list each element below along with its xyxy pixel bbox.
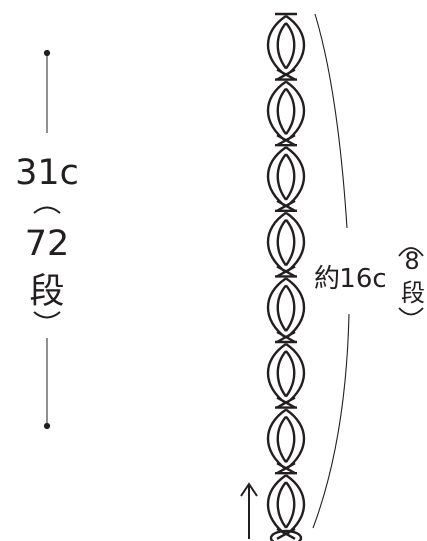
left-dimension-marker [43, 49, 51, 430]
left-rows-paren-bottom [33, 311, 61, 319]
stitch-row-2 [266, 406, 306, 475]
right-rows-label: 8 [404, 247, 419, 275]
stitch-row-3 [266, 340, 306, 409]
stitch-row-5 [266, 209, 306, 278]
stitch-symbol [266, 78, 306, 147]
stitch-row-6 [266, 144, 306, 212]
stitch-symbol [266, 12, 306, 81]
stitch-row-1 [266, 472, 306, 540]
stitch-symbol [266, 472, 306, 540]
left-length-label: 31c [15, 153, 79, 193]
stitch-row-7 [266, 78, 306, 147]
right-dimension-arc-top [314, 13, 348, 229]
right-length-label: 16c [339, 264, 386, 294]
stitch-symbol [266, 340, 306, 409]
stitch-row-8 [266, 12, 306, 81]
right-rows-paren-top [398, 247, 424, 257]
stitch-symbol [266, 406, 306, 475]
left-dimension-bottom-dot [43, 422, 51, 430]
right-dimension-arc-bottom [312, 313, 350, 529]
work-direction-arrow-icon [240, 482, 258, 539]
left-rows-unit: 段 [29, 272, 64, 312]
stitch-symbol [266, 144, 306, 212]
left-rows-label: 72 [25, 224, 70, 264]
stitch-row-4 [266, 275, 306, 344]
crochet-stitch-column [266, 12, 306, 540]
stitch-symbol [266, 275, 306, 344]
right-approx-prefix: 約 [314, 264, 340, 294]
right-rows-paren-bottom [398, 307, 424, 316]
starting-chain-oval [269, 529, 303, 541]
stitch-symbol [266, 209, 306, 278]
right-rows-unit: 段 [401, 279, 425, 307]
left-rows-paren-top [33, 206, 61, 214]
